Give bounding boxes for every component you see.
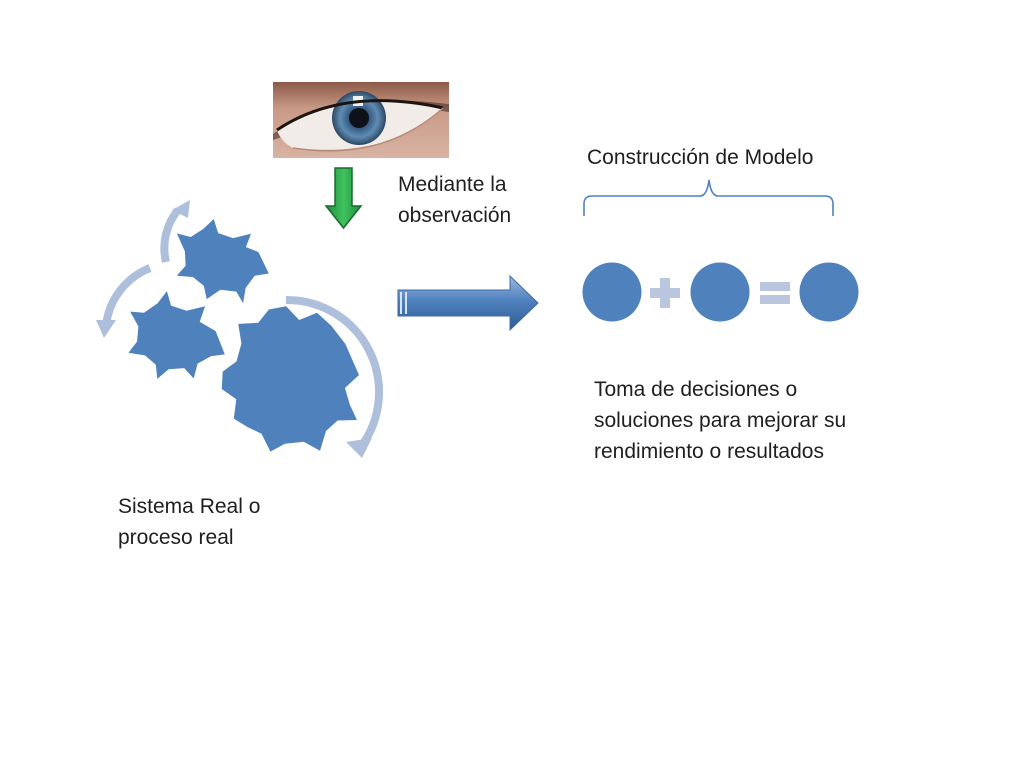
model-equation	[582, 262, 859, 322]
gear-small-top	[176, 219, 269, 304]
observation-line-2: observación	[398, 204, 512, 227]
curly-brace-icon	[583, 179, 834, 216]
eye-photo	[273, 82, 449, 158]
observation-label: Mediante la observación	[398, 169, 511, 231]
system-label: Sistema Real o proceso real	[118, 491, 260, 553]
decisions-line-3: rendimiento o resultados	[594, 440, 824, 463]
model-circle-3	[799, 262, 859, 322]
gear-large	[221, 306, 359, 452]
plus-icon	[650, 278, 680, 308]
decisions-line-1: Toma de decisiones o	[594, 378, 798, 401]
eye-image	[273, 82, 449, 158]
right-arrow-icon	[397, 274, 539, 332]
decisions-label: Toma de decisiones o soluciones para mej…	[594, 374, 846, 467]
system-line-1: Sistema Real o	[118, 495, 261, 518]
cycle-arrow-heads	[96, 200, 372, 458]
model-circle-1	[582, 262, 642, 322]
cycle-arrows	[102, 207, 383, 451]
model-title: Construcción de Modelo	[587, 146, 814, 169]
decisions-line-2: soluciones para mejorar su	[594, 409, 847, 432]
equals-icon	[760, 282, 790, 304]
gears-icon	[96, 200, 383, 458]
system-line-2: proceso real	[118, 526, 234, 549]
gear-small-left	[128, 291, 225, 379]
down-arrow-icon	[324, 167, 363, 230]
observation-line-1: Mediante la	[398, 173, 507, 196]
model-circle-2	[690, 262, 750, 322]
